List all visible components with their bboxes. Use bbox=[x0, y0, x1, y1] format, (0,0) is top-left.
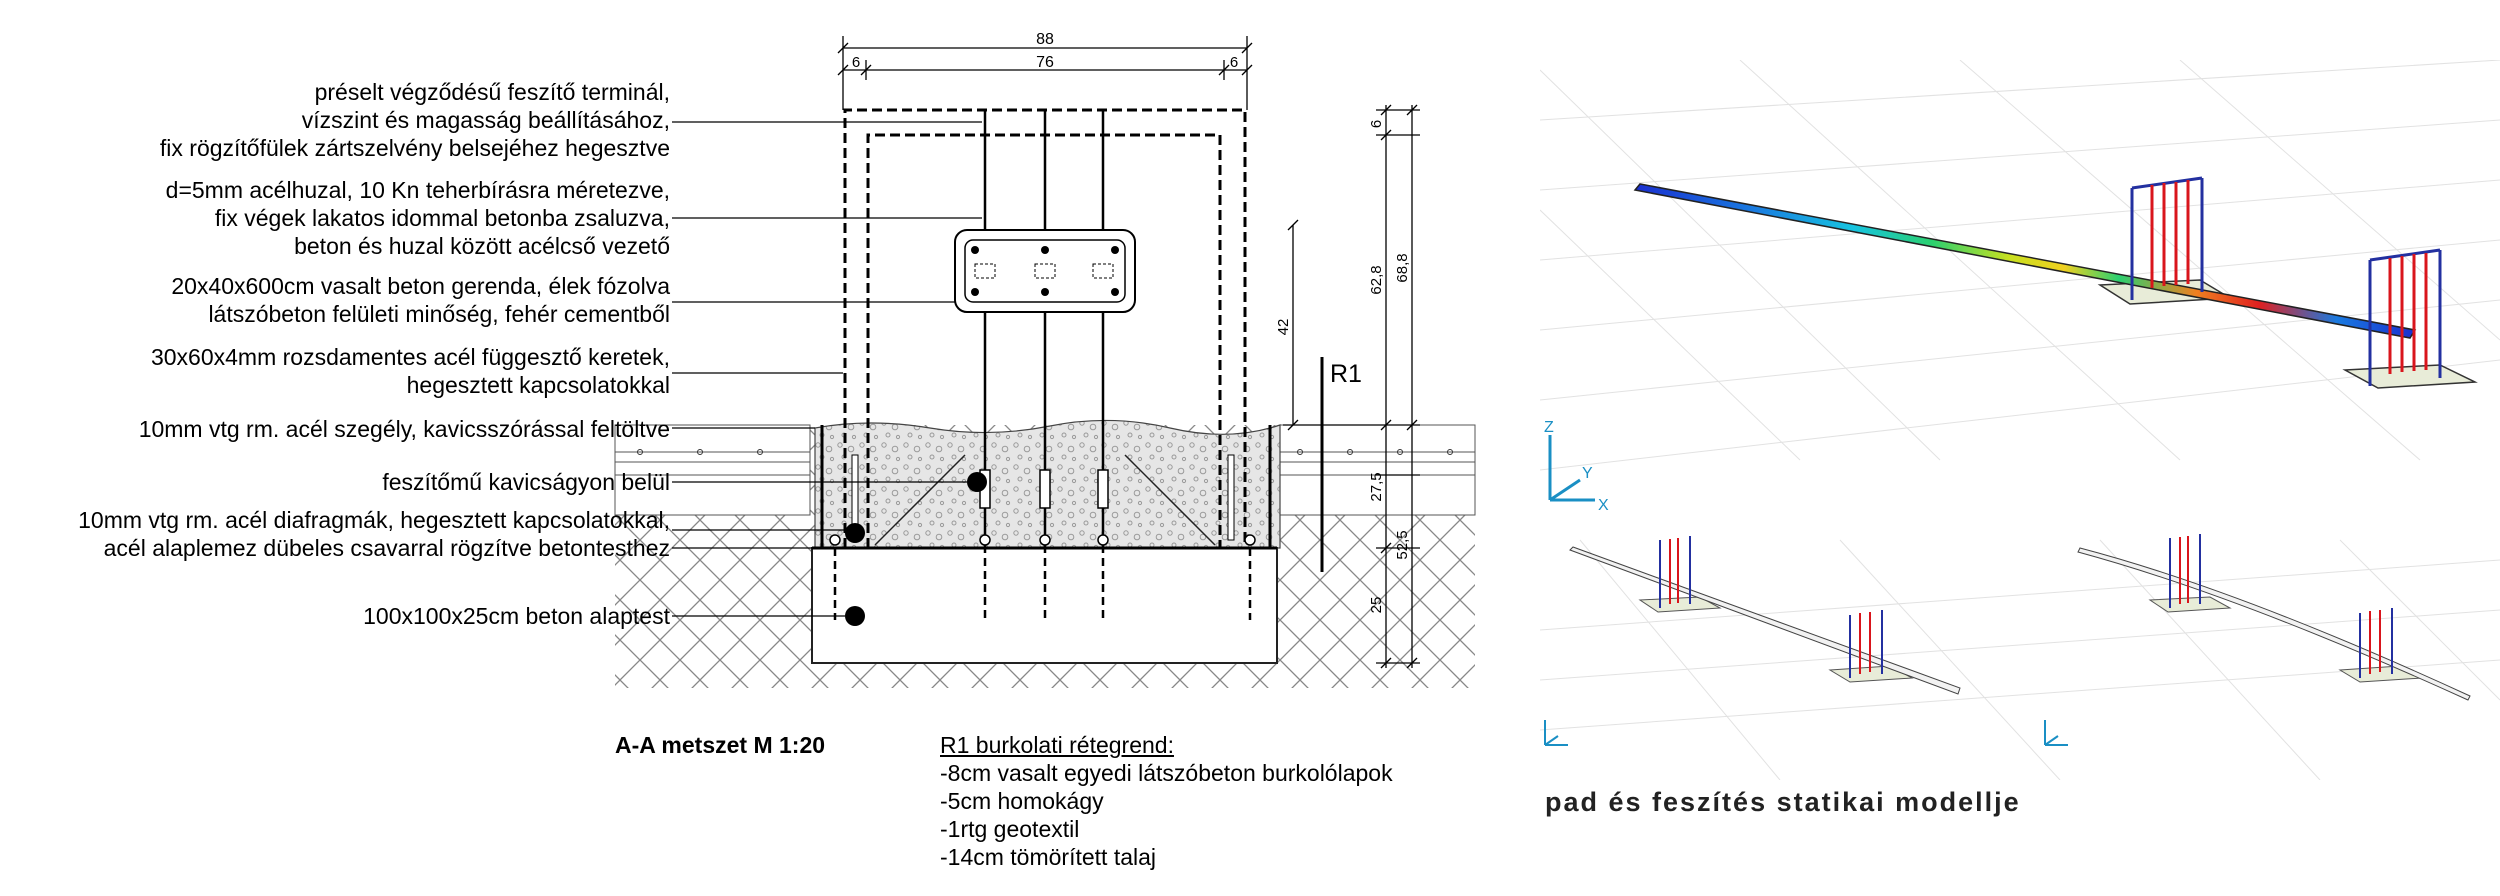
static-models: Z Y X bbox=[1540, 60, 2500, 780]
label-beam-1: 20x40x600cm vasalt beton gerenda, élek f… bbox=[171, 273, 670, 299]
dim-v-25: 25 bbox=[1368, 597, 1385, 614]
label-terminal-3: fix rögzítőfülek zártszelvény belsejéhez… bbox=[159, 135, 670, 161]
label-beam-2: látszóbeton felületi minőség, fehér ceme… bbox=[208, 301, 670, 327]
label-terminal-2: vízszint és magasság beállításához, bbox=[301, 107, 670, 133]
label-frame-1: 30x60x4mm rozsdamentes acél függesztő ke… bbox=[150, 344, 670, 370]
label-terminal-1: préselt végződésű feszítő terminál, bbox=[314, 79, 670, 105]
label-frame-2: hegesztett kapcsolatokkal bbox=[406, 372, 670, 398]
label-wire-3: beton és huzal között acélcső vezető bbox=[294, 233, 670, 259]
layers-heading: R1 burkolati rétegrend: bbox=[940, 732, 1174, 758]
dim-v-62-8: 62,8 bbox=[1368, 265, 1385, 294]
model-grid bbox=[1540, 60, 2500, 780]
dim-v-42: 42 bbox=[1275, 319, 1292, 336]
foundation bbox=[811, 547, 1278, 664]
section-title: A-A metszet M 1:20 bbox=[615, 732, 826, 758]
main-model bbox=[1633, 176, 2478, 389]
dim-top-left: 6 bbox=[852, 54, 860, 71]
axis-triad bbox=[1548, 435, 1595, 502]
models-caption: pad és feszítés statikai modellje bbox=[1545, 787, 2021, 817]
axis-z: Z bbox=[1544, 419, 1554, 436]
dim-v-27-5: 27,5 bbox=[1368, 472, 1385, 501]
section-drawing: R1 88 6 76 6 6 62,8 68,8 42 27,5 52 bbox=[614, 31, 1476, 688]
axis-y: Y bbox=[1582, 465, 1593, 482]
label-tensioner: feszítőmű kavicságyon belül bbox=[382, 469, 670, 495]
concrete-beam bbox=[954, 229, 1136, 313]
tensioners bbox=[829, 469, 1256, 546]
label-edge: 10mm vtg rm. acél szegély, kavicsszóráss… bbox=[138, 416, 670, 442]
label-diaphragm-2: acél alaplemez dübeles csavarral rögzítv… bbox=[103, 535, 670, 561]
dim-v-6: 6 bbox=[1368, 120, 1385, 128]
dim-top-mid: 76 bbox=[1036, 54, 1054, 71]
leader-lines bbox=[672, 121, 982, 617]
dim-top-total: 88 bbox=[1036, 31, 1054, 48]
layer-item-3: -1rtg geotextil bbox=[940, 816, 1080, 842]
vertical-dimensions bbox=[1283, 104, 1420, 669]
dim-v-52-5: 52,5 bbox=[1394, 530, 1411, 559]
paving-layers bbox=[614, 424, 1476, 516]
dim-v-68-8: 68,8 bbox=[1394, 253, 1411, 282]
deformed-model-1 bbox=[1569, 536, 1961, 695]
label-foundation: 100x100x25cm beton alaptest bbox=[363, 603, 670, 629]
layer-tag-r1: R1 bbox=[1330, 360, 1362, 388]
deformed-model-2 bbox=[2077, 534, 2471, 701]
layer-item-2: -5cm homokágy bbox=[940, 788, 1104, 814]
layer-item-1: -8cm vasalt egyedi látszóbeton burkolóla… bbox=[940, 760, 1393, 786]
dim-top-right: 6 bbox=[1230, 54, 1238, 71]
label-diaphragm-1: 10mm vtg rm. acél diafragmák, hegesztett… bbox=[78, 507, 670, 533]
small-axis-triads bbox=[1544, 720, 2068, 746]
layer-item-4: -14cm tömörített talaj bbox=[940, 844, 1157, 870]
diaphragms bbox=[874, 454, 1216, 546]
label-wire-2: fix végek lakatos idommal betonba zsaluz… bbox=[214, 205, 670, 231]
axis-x: X bbox=[1598, 497, 1609, 514]
top-dimensions bbox=[837, 36, 1253, 110]
label-wire-1: d=5mm acélhuzal, 10 Kn teherbírásra mére… bbox=[165, 177, 670, 203]
